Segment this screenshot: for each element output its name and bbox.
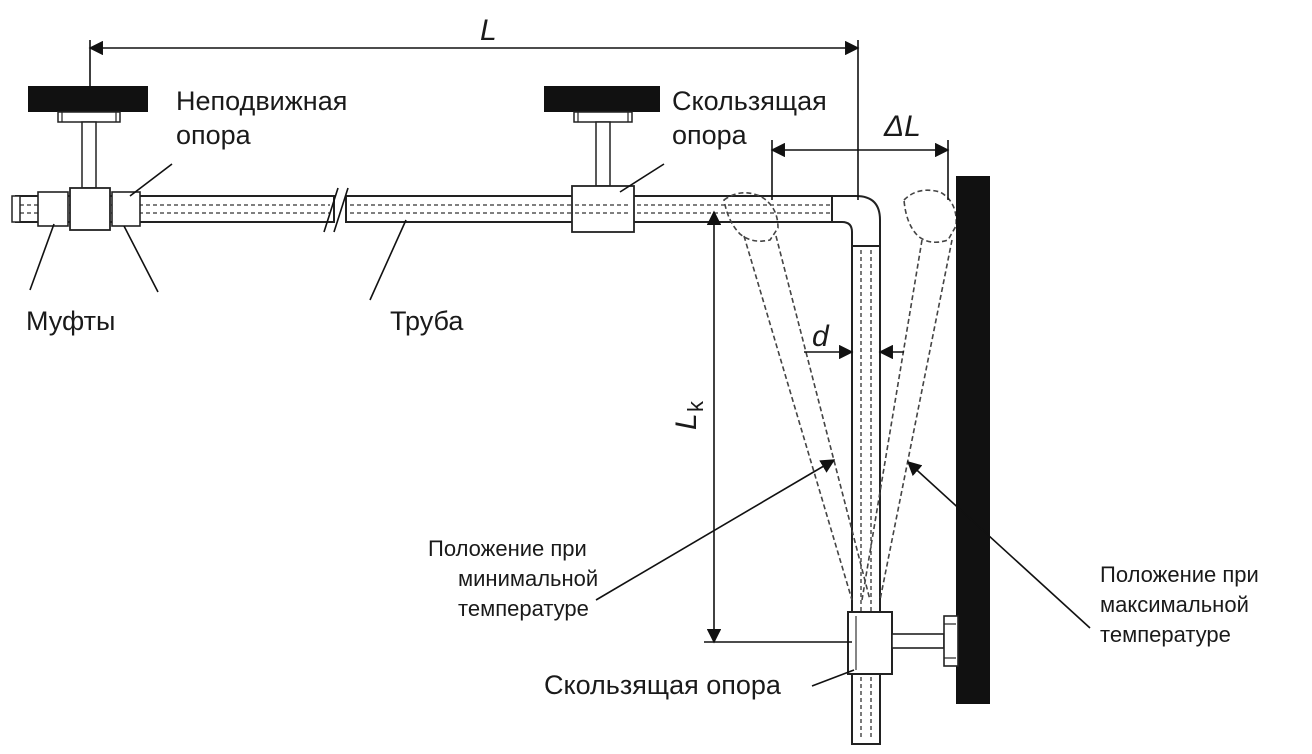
fixed-support-label-line2: опора [176,120,252,150]
dimension-L-label: L [480,14,497,47]
sliding-support-top-label-line2: опора [672,120,748,150]
dimension-Lk-label: L [670,413,703,430]
dimension-d: d [804,320,904,360]
couplings-label: Муфты [26,306,115,336]
max-temp-label-line1: Положение при [1100,562,1259,587]
dimension-L: L [88,14,860,200]
sliding-support-top-label-line1: Скользящая [672,86,827,116]
break-mark [333,187,349,233]
dimension-deltaL-label: ΔL [883,110,921,143]
break-mark [323,187,339,233]
dimension-d-label: d [812,320,830,353]
couplings [37,187,141,231]
sliding-support-bottom [847,611,959,675]
max-temp-label-line2: максимальной [1100,592,1249,617]
sliding-support-bottom-label: Скользящая опора [544,670,782,700]
pipe-position-min-temperature [723,192,871,601]
fixed-support [28,86,148,189]
pipe-label: Труба [390,306,464,336]
dimension-deltaL: ΔL [770,110,950,200]
fixed-support-label-line1: Неподвижная [176,86,347,116]
pipe-position-max-temperature [861,189,957,601]
min-temp-label-line1: Положение при [428,536,587,561]
wall [956,176,990,704]
sliding-support-top [544,86,660,187]
dimension-Lk: L k [670,210,852,644]
dimension-Lk-subscript: k [683,400,708,412]
sliding-sleeve-top [571,185,635,233]
max-temp-label-line3: температуре [1100,622,1231,647]
min-temp-label-line3: температуре [458,596,589,621]
leader-lines [29,163,1091,687]
min-temp-label-line2: минимальной [458,566,598,591]
